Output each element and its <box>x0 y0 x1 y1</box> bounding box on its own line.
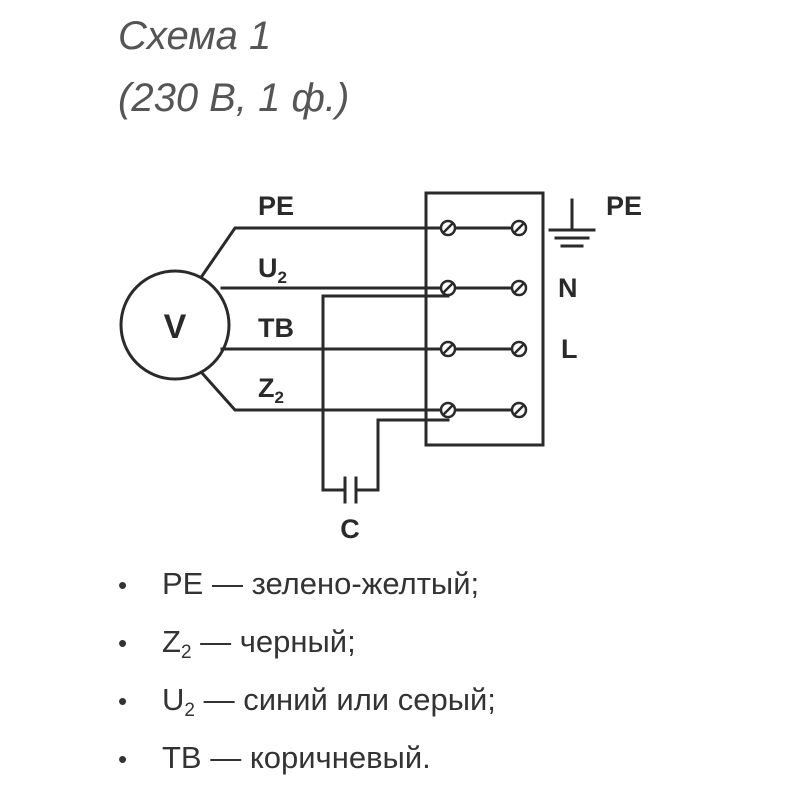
legend-item: • TB — коричневый. <box>118 736 496 794</box>
wiring-diagram: V PE U2 TB Z2 PE N L C <box>119 191 642 544</box>
motor-label: V <box>164 308 187 346</box>
legend-code: TB <box>162 740 202 775</box>
wire-label-z2: Z2 <box>258 373 284 407</box>
capacitor-lead-right <box>356 418 450 492</box>
bullet-icon: • <box>118 570 128 600</box>
legend-text: — зелено-желтый; <box>203 566 480 601</box>
terminal-screw <box>510 340 528 358</box>
motor-circle <box>119 269 231 381</box>
terminal-screw <box>439 401 457 419</box>
wire-label-tb: TB <box>258 313 294 343</box>
legend-item: • U2 — синий или серый; <box>118 678 496 736</box>
mains-label-l: L <box>561 334 578 364</box>
mains-label-n: N <box>558 273 578 303</box>
diagram-subtitle: (230 В, 1 ф.) <box>118 76 350 120</box>
terminal-screw <box>439 219 457 237</box>
diagram-title: Схема 1 <box>118 14 272 58</box>
mains-label-pe: PE <box>606 191 642 221</box>
terminal-block <box>424 191 545 447</box>
legend-code: U2 <box>162 682 195 721</box>
legend-text: — черный; <box>191 624 356 659</box>
legend-code: Z2 <box>162 624 192 663</box>
legend-text: — коричневый. <box>201 740 431 775</box>
legend-text: — синий или серый; <box>194 682 496 717</box>
legend-code: PE <box>162 566 204 601</box>
terminal-screw <box>439 340 457 358</box>
wire-label-u2: U2 <box>258 253 287 287</box>
capacitor-label: C <box>340 514 360 544</box>
terminal-screw <box>510 219 528 237</box>
bullet-icon: • <box>118 686 128 716</box>
legend-item: • PE — зелено-желтый; <box>118 562 496 620</box>
wire-z2 <box>199 370 450 412</box>
bullet-icon: • <box>118 628 128 658</box>
wire-label-pe: PE <box>258 191 294 221</box>
legend-item: • Z2 — черный; <box>118 620 496 678</box>
terminal-screw <box>510 279 528 297</box>
wire-color-legend: • PE — зелено-желтый; • Z2 — черный; • U2 —… <box>118 562 496 794</box>
terminal-screw <box>510 401 528 419</box>
wire-pe <box>199 226 450 279</box>
bullet-icon: • <box>118 744 128 774</box>
terminal-screw <box>439 279 457 297</box>
capacitor-lead-left <box>321 294 450 492</box>
